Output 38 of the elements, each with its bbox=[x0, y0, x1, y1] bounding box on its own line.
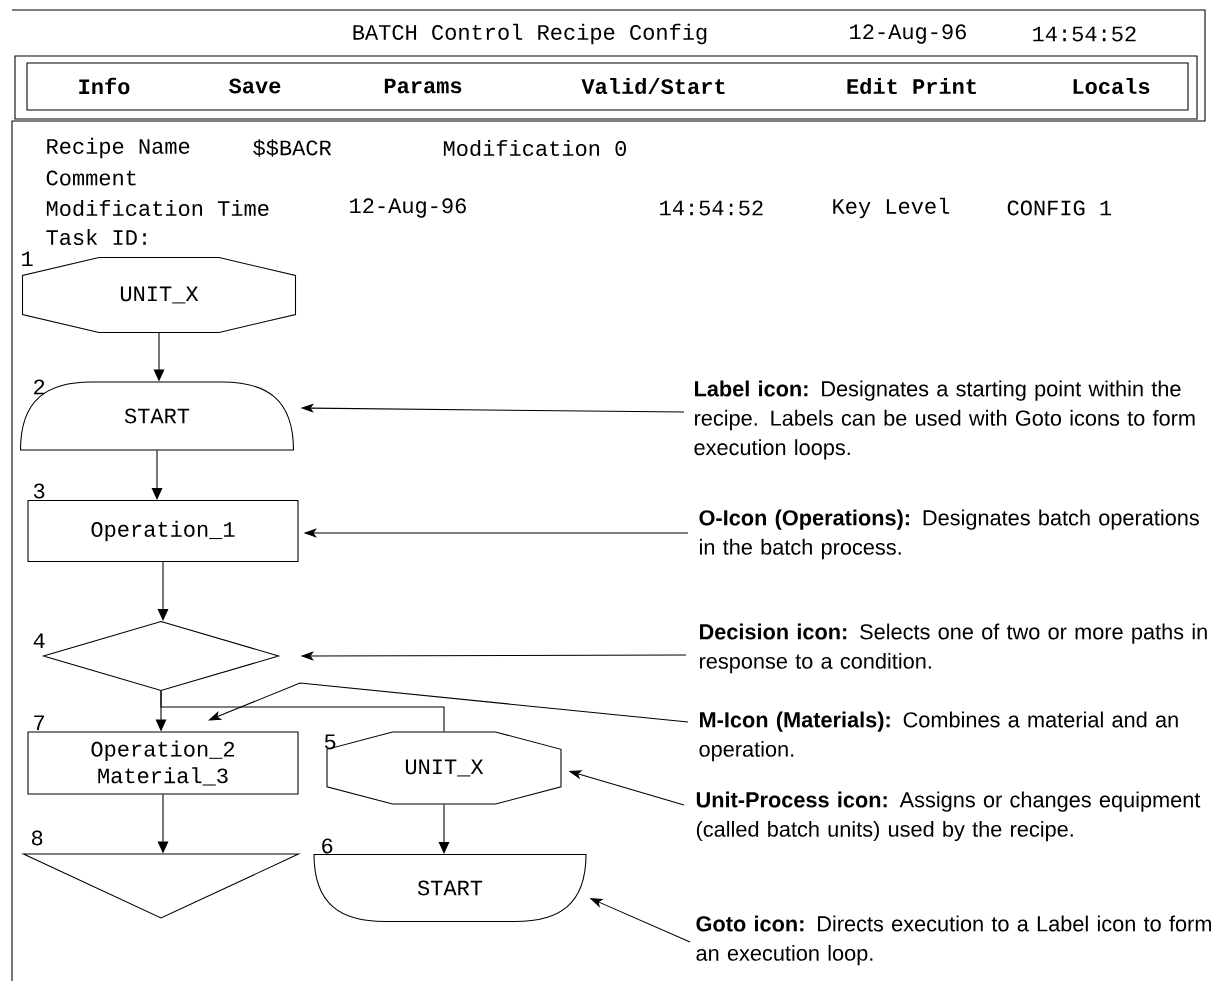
menu-item: Info bbox=[79, 77, 130, 95]
step-number: 4 bbox=[33, 633, 45, 649]
material-box: Operation_2 Material_3 bbox=[27, 731, 299, 795]
field-label: Key Level bbox=[833, 197, 950, 219]
field-value: 14:54:52 bbox=[660, 200, 763, 216]
menu-item: Valid/Start bbox=[581, 77, 725, 95]
arrow bbox=[157, 561, 169, 621]
step-number: 7 bbox=[34, 715, 44, 731]
callout-text: O-Icon (Operations): Designates batch operations in the batch process. bbox=[699, 509, 1199, 560]
menu-item: Save bbox=[229, 78, 281, 94]
field-value: CONFIG 1 bbox=[1007, 200, 1112, 216]
step-number: 2 bbox=[34, 379, 45, 395]
step-number: 8 bbox=[31, 830, 43, 846]
callout-text: Decision icon: Selects one of two or more paths in response to a condition. bbox=[700, 623, 1207, 674]
leader-line bbox=[208, 682, 689, 723]
step-number: 3 bbox=[33, 483, 45, 499]
date-text: 12-Aug-96 bbox=[850, 24, 966, 44]
title: BATCH Control Recipe Config bbox=[353, 23, 707, 45]
callout-text: Label icon: Designates a starting point within the recipe. Labels can be used with Goto icons to form execution loops. bbox=[694, 380, 1195, 460]
callout-text: M-Icon (Materials): Combines a material and an operation. bbox=[699, 711, 1178, 762]
field-label: Modification 0 bbox=[443, 139, 626, 157]
field-label: Comment bbox=[46, 170, 136, 186]
callout-text: Goto icon: Directs execution to a Label icon to form an execution loop. bbox=[696, 915, 1211, 966]
menu-item: Edit Print bbox=[847, 77, 976, 95]
menu-item: Params bbox=[384, 78, 462, 94]
arrow bbox=[438, 804, 450, 854]
time-text: 14:54:52 bbox=[1033, 26, 1136, 42]
arrow bbox=[151, 450, 163, 500]
field-value: $$BACR bbox=[253, 139, 332, 157]
step-number: 5 bbox=[324, 734, 336, 750]
field-value: 12-Aug-96 bbox=[350, 198, 466, 218]
field-label: Recipe Name bbox=[47, 137, 190, 159]
operation-box: Operation_1 bbox=[27, 499, 299, 563]
step-number: 6 bbox=[322, 838, 333, 854]
callout-text: Unit-Process icon: Assigns or changes equipment (called batch units) used by the recipe. bbox=[696, 791, 1201, 842]
menu-item: Locals bbox=[1073, 77, 1150, 95]
connector-line bbox=[160, 690, 445, 732]
field-label: Modification Time bbox=[46, 199, 269, 217]
